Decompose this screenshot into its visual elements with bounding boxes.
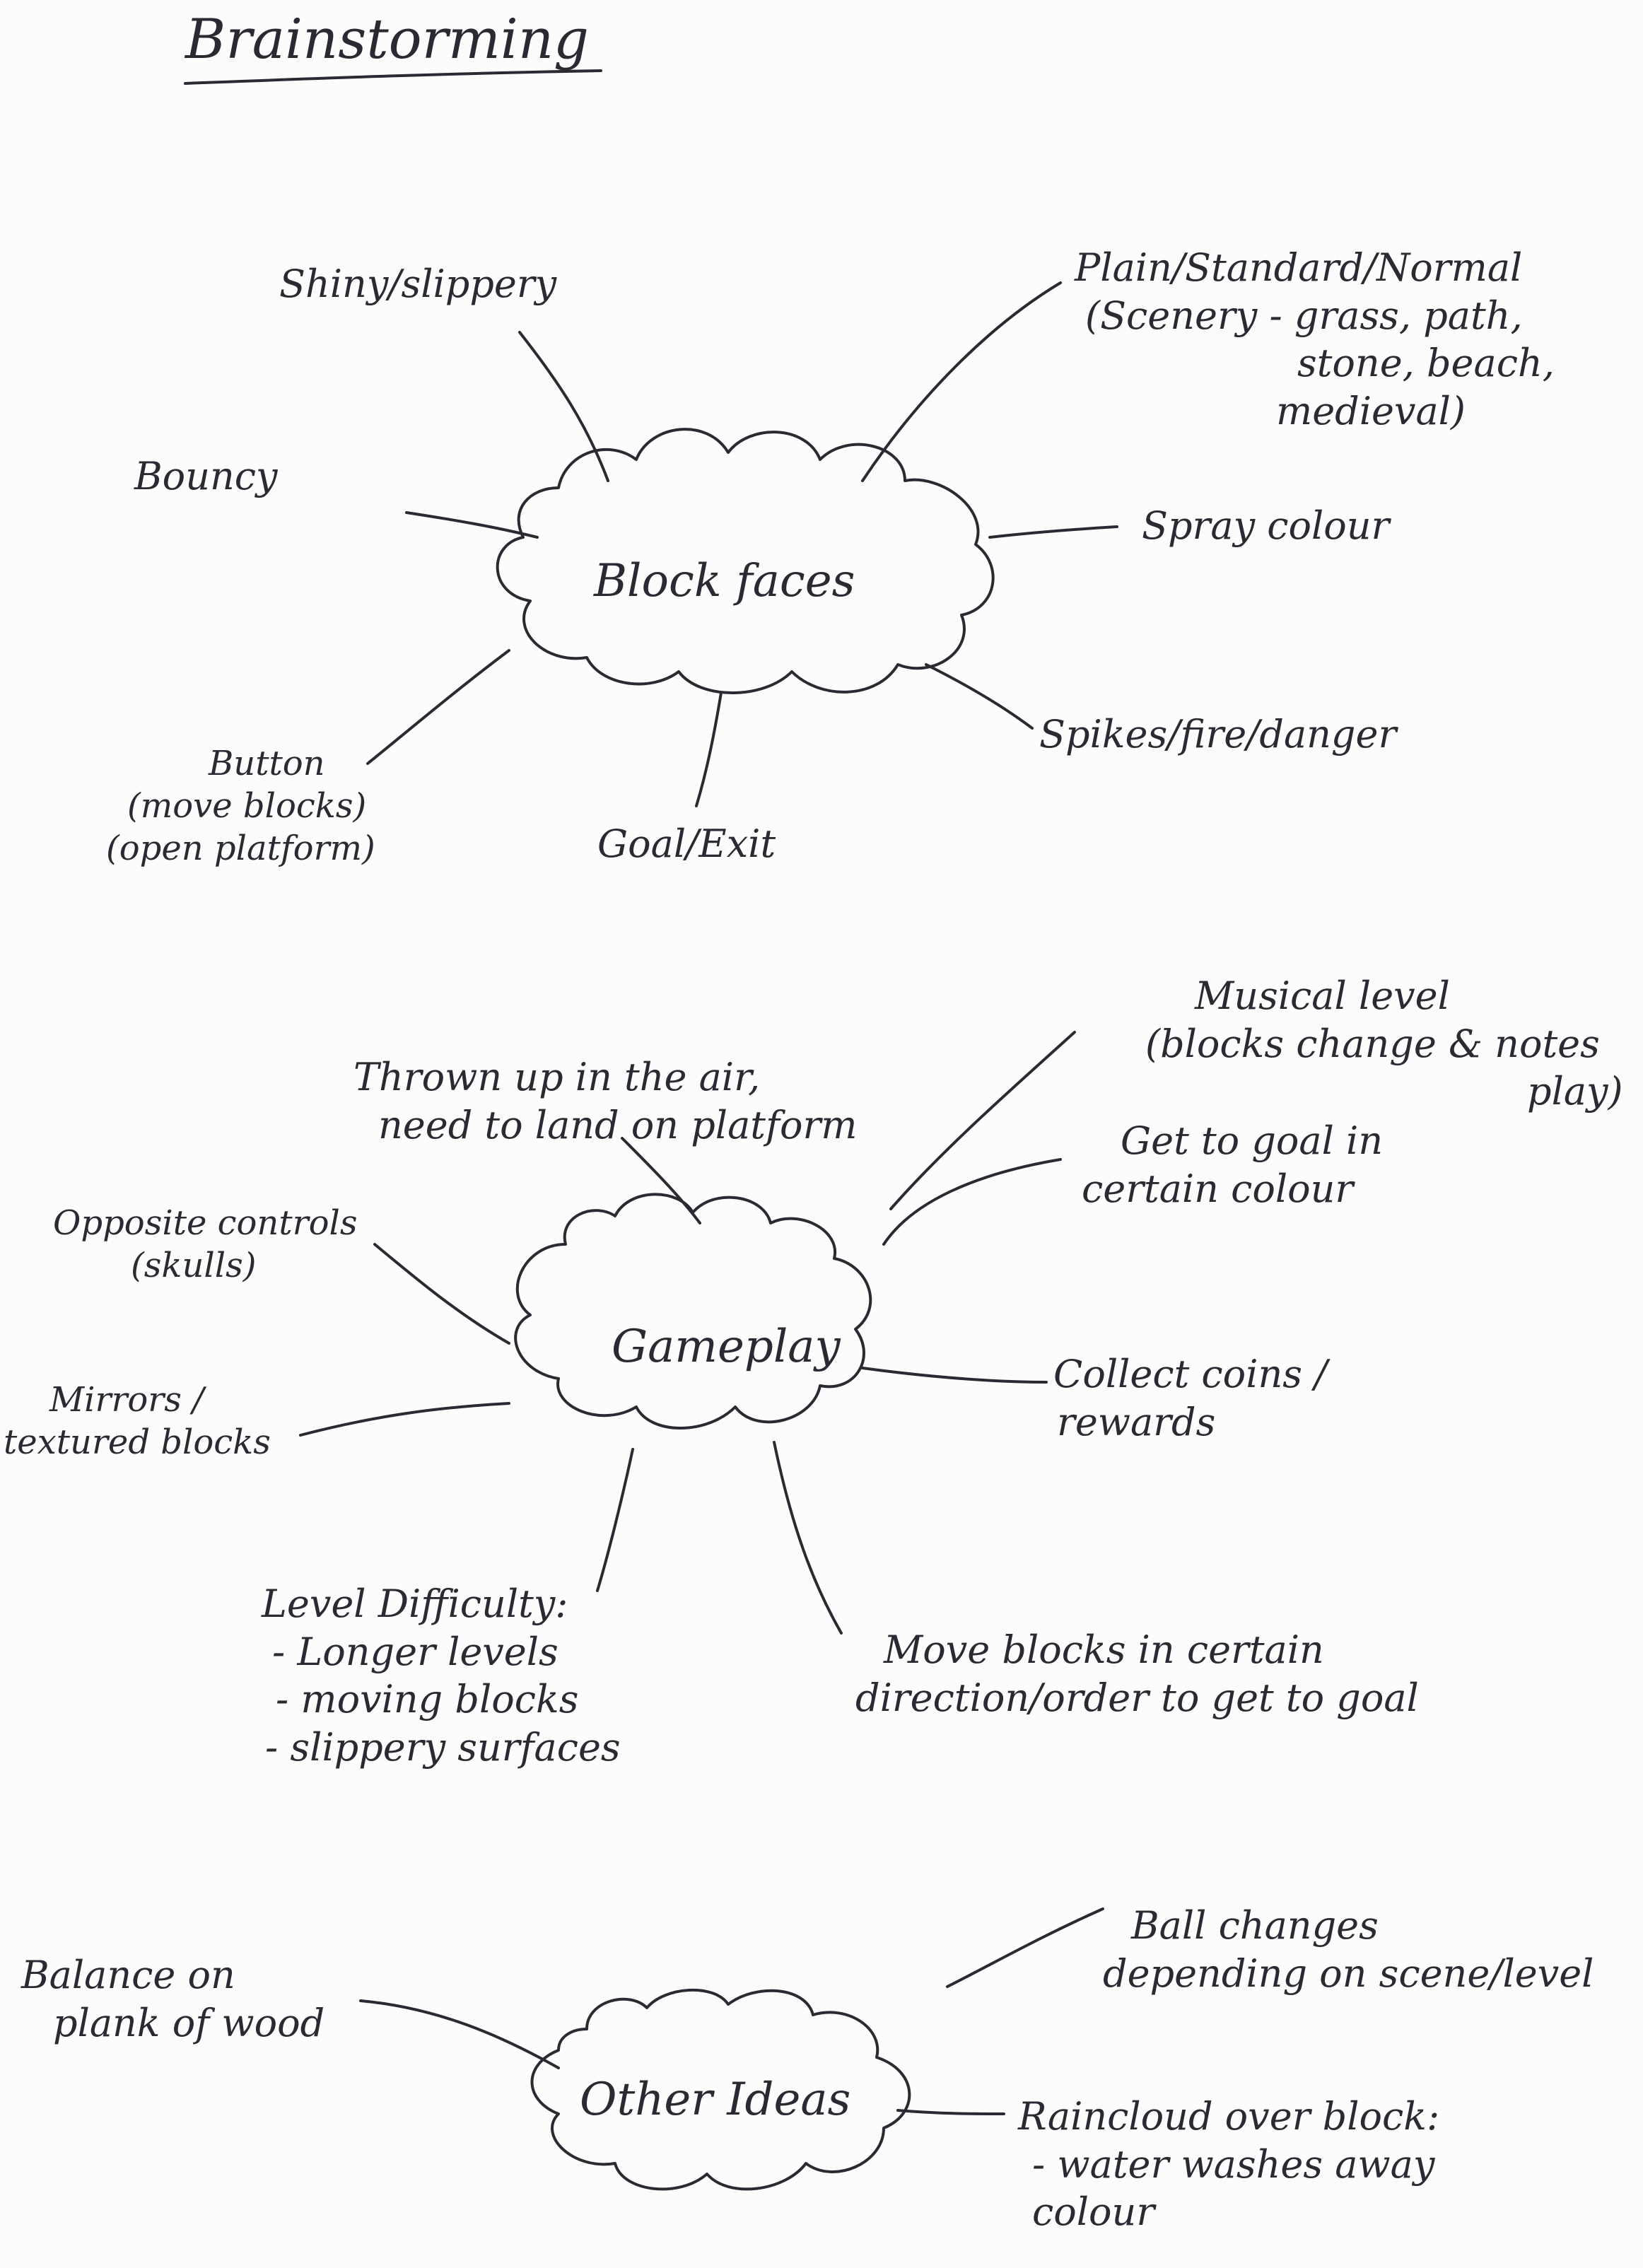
opposite-controls-label: Opposite controls (skulls) (53, 1203, 358, 1285)
mirrors-textured-label: Mirrors / textured blocks (4, 1380, 271, 1462)
goal-exit-label: Goal/Exit (597, 822, 776, 866)
cloud-block-faces (496, 428, 995, 694)
musical-level-label: Musical level (blocks change & notes pla… (1145, 974, 1623, 1113)
cloud-gameplay (514, 1193, 872, 1430)
level-difficulty-label: Level Difficulty: - Longer levels - movi… (262, 1582, 621, 1770)
other-ideas-center: Other Ideas (580, 2074, 851, 2126)
gameplay-center: Gameplay (612, 1321, 841, 1373)
shiny-slippery-label: Shiny/slippery (279, 262, 557, 306)
spikes-fire-danger-label: Spikes/fire/danger (1039, 712, 1397, 756)
spray-colour-label: Spray colour (1142, 503, 1390, 548)
cloud-other-ideas (530, 1988, 911, 2191)
collect-coins-label: Collect coins / rewards (1053, 1352, 1328, 1444)
plain-standard-label: Plain/Standard/Normal (Scenery - grass, … (1075, 245, 1555, 433)
ball-changes-label: Ball changes depending on scene/level (1103, 1903, 1594, 1996)
block-faces-center: Block faces (594, 555, 855, 607)
move-blocks-label: Move blocks in certain direction/order t… (855, 1627, 1419, 1720)
bouncy-label: Bouncy (134, 454, 278, 498)
title-underline (184, 69, 602, 85)
balance-plank-label: Balance on plank of wood (21, 1953, 325, 2045)
button-label: Button (move blocks) (open platform) (106, 744, 375, 868)
page-title: Brainstorming (185, 8, 589, 71)
raincloud-label: Raincloud over block: - water washes awa… (1018, 2094, 1440, 2234)
thrown-up-label: Thrown up in the air, need to land on pl… (353, 1055, 858, 1147)
colour-goal-label: Get to goal in certain colour (1082, 1118, 1384, 1211)
